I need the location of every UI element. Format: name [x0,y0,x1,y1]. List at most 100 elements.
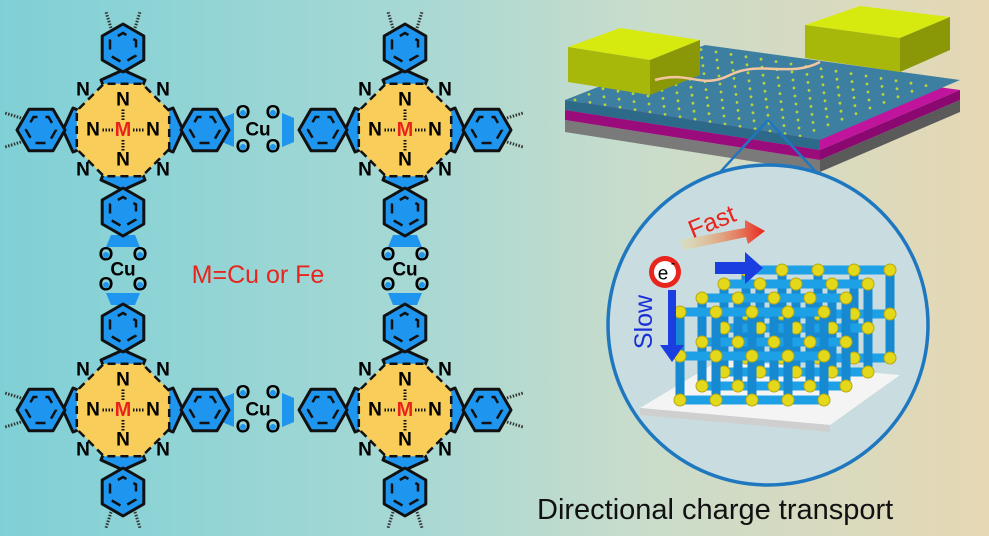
bond-dot [270,144,276,150]
left-electrode-top [568,28,700,60]
film-dot [865,82,869,86]
film-dot [774,60,778,63]
nitrogen-atom: N [428,400,442,421]
cu-atom: Cu [110,260,135,281]
film-dot [866,90,870,94]
benzene-ring [100,302,146,354]
film-dot [721,106,725,110]
benzene-ring [15,387,67,433]
nitrogen-atom: N [368,120,382,141]
dioxole-ring [282,113,294,147]
benzene-ring [179,107,231,153]
nitrogen-atom: N [116,90,130,111]
film-dot [700,56,704,59]
nitrogen-atom: N [368,400,382,421]
film-dot [633,108,637,111]
nitrogen-atom: N [146,400,160,421]
film-dot [819,67,823,71]
film-dot [690,93,694,97]
film-dot [867,98,871,102]
nitrogen-atom: N [146,120,160,141]
film-dot [805,73,809,76]
film-dot [807,89,811,92]
aromatic-bonds [108,195,138,229]
aromatic-bonds [108,311,138,345]
substrate-side [820,100,960,172]
dioxole-ring [106,235,140,247]
bond-dot [240,110,246,116]
film-dot [839,109,843,113]
film-dot [744,55,748,59]
film-dot [796,118,800,122]
lattice-node [861,365,875,379]
cu-atom: Cu [245,120,270,141]
lattice-node [883,307,897,321]
metal-center: M [115,119,132,141]
nitrogen-atom: N [86,120,100,141]
bond-dot [419,282,425,288]
left-electrode-side [650,40,700,95]
lattice-node [803,335,817,349]
film-dot [910,89,914,93]
oxygen-atom: O [381,245,396,266]
film-dot [602,95,606,99]
film-dot [782,124,786,127]
benzene-ring [15,107,67,153]
film-dot [880,85,884,88]
fast-arrow [680,220,765,250]
film-dot [718,82,722,86]
film-dot [824,107,828,111]
aromatic-bonds [390,475,420,509]
film-dot [748,87,752,91]
film-dot [849,72,853,75]
blue-arrow [715,252,763,284]
oxygen-atom: O [415,275,430,296]
film-dot [715,58,719,62]
film-dot [722,114,726,118]
film-dot [588,101,592,104]
lattice-node [839,335,853,349]
electron-icon: e- [649,256,681,288]
lattice-node [745,349,759,363]
film-dot [730,61,734,64]
dioxole-ring [388,293,422,305]
aromatic-bonds [470,115,504,145]
lattice-node [767,291,781,305]
bond-dot [385,282,391,288]
film-dot [717,74,721,78]
cof-lattice-cube [673,263,897,407]
macrocycle-core [357,362,453,458]
film-dot [837,93,841,97]
bond-dot [137,282,143,288]
bond-dot [103,282,109,288]
benzene-ring [297,107,349,153]
bond-dot [137,252,143,258]
dioxole-ring [106,293,140,305]
film-dot [798,134,802,138]
nitrogen-atom: N [86,400,100,421]
film-dot [895,87,899,91]
film-dot [779,100,783,103]
film-dot [881,93,885,96]
film-dot [573,98,577,102]
lattice-node [803,379,817,393]
benzene-ring [382,302,428,354]
conduction-path [654,60,821,83]
aromatic-bonds [188,115,222,145]
film-dot [736,109,740,112]
film-dot [752,119,756,123]
film-dot [738,125,742,128]
lattice-node [709,305,723,319]
benzene-ring [100,22,146,74]
benzene-ring [179,387,231,433]
bond-dot [385,252,391,258]
lattice-node [883,351,897,365]
lattice-node [695,379,709,393]
film-dot [733,85,737,88]
nitrogen-atom: N [398,150,412,171]
film-dot [810,113,814,116]
